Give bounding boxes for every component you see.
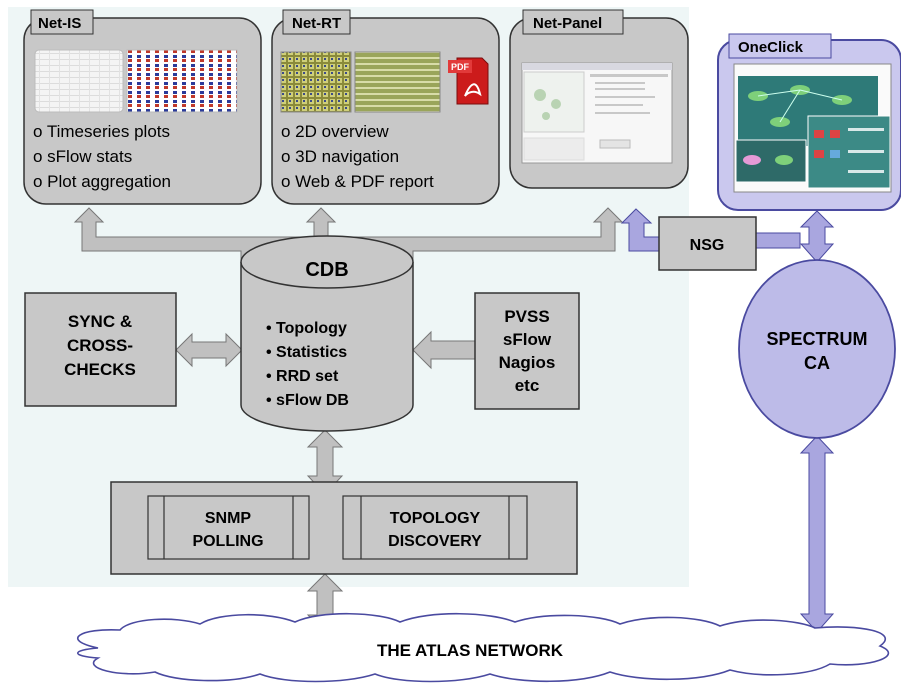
spectrum-ca-node: SPECTRUM CA <box>738 259 896 439</box>
spectrum-line-1: SPECTRUM <box>766 329 867 349</box>
net-is-feature-1: o Timeseries plots <box>33 122 170 141</box>
nsg-label: NSG <box>690 237 725 254</box>
cdb-item-rrd: • RRD set <box>266 368 339 385</box>
net-panel-panel: Net-Panel <box>509 9 689 189</box>
net-is-plot-thumbnail <box>126 49 238 113</box>
topology-discovery-module: TOPOLOGY DISCOVERY <box>342 495 528 560</box>
atlas-network-label: THE ATLAS NETWORK <box>377 641 564 660</box>
snmp-line-2: POLLING <box>192 533 263 550</box>
cdb-item-topology: • Topology <box>266 320 347 337</box>
snmp-line-1: SNMP <box>205 510 252 527</box>
snmp-polling-module: SNMP POLLING <box>147 495 310 560</box>
net-is-feature-3: o Plot aggregation <box>33 172 171 191</box>
spectrum-line-2: CA <box>804 353 830 373</box>
oneclick-panel: OneClick <box>717 33 901 211</box>
net-rt-3d-thumbnail <box>354 51 441 113</box>
cdb-title: CDB <box>305 259 348 281</box>
net-is-panel: Net-IS o Timeseries plots o sFlow stats … <box>23 9 262 205</box>
sync-line-2: CROSS- <box>67 336 133 355</box>
spectrum-network-arrow <box>799 435 835 633</box>
data-sources-box: PVSS sFlow Nagios etc <box>474 292 580 410</box>
net-rt-feature-2: o 3D navigation <box>281 147 399 166</box>
net-rt-feature-3: o Web & PDF report <box>281 172 434 191</box>
source-etc: etc <box>515 376 540 395</box>
net-is-table-thumbnail <box>34 49 124 113</box>
topology-line-2: DISCOVERY <box>388 533 482 550</box>
sync-line-3: CHECKS <box>64 360 136 379</box>
topology-line-1: TOPOLOGY <box>390 510 481 527</box>
net-is-title: Net-IS <box>38 15 81 32</box>
source-sflow: sFlow <box>503 330 552 349</box>
net-rt-title: Net-RT <box>292 15 341 32</box>
net-is-feature-2: o sFlow stats <box>33 147 132 166</box>
oneclick-screenshot <box>733 63 892 193</box>
pdf-icon-label: PDF <box>451 62 470 72</box>
sync-checks-box: SYNC & CROSS- CHECKS <box>24 292 177 407</box>
cdb-item-statistics: • Statistics <box>266 344 347 361</box>
cdb-item-sflow: • sFlow DB <box>266 392 349 409</box>
atlas-network-cloud: THE ATLAS NETWORK <box>76 612 889 683</box>
collectors-box: SNMP POLLING TOPOLOGY DISCOVERY <box>110 481 578 575</box>
spectrum-to-nsg-link <box>755 232 801 249</box>
net-rt-feature-1: o 2D overview <box>281 122 389 141</box>
net-rt-2d-thumbnail <box>280 51 352 113</box>
net-rt-panel: Net-RT PDF o 2D overview o 3D navigation… <box>271 9 500 205</box>
pdf-icon: PDF <box>448 57 489 105</box>
net-panel-title: Net-Panel <box>533 15 602 32</box>
oneclick-title: OneClick <box>738 39 804 56</box>
cdb-to-panels-arrow <box>73 207 624 263</box>
net-panel-screenshot <box>521 62 673 164</box>
nsg-box: NSG <box>658 216 757 271</box>
oneclick-spectrum-arrow <box>799 210 835 263</box>
sync-line-1: SYNC & <box>68 312 132 331</box>
cdb-database: CDB • Topology • Statistics • RRD set • … <box>240 235 414 432</box>
source-nagios: Nagios <box>499 353 556 372</box>
source-pvss: PVSS <box>504 307 549 326</box>
